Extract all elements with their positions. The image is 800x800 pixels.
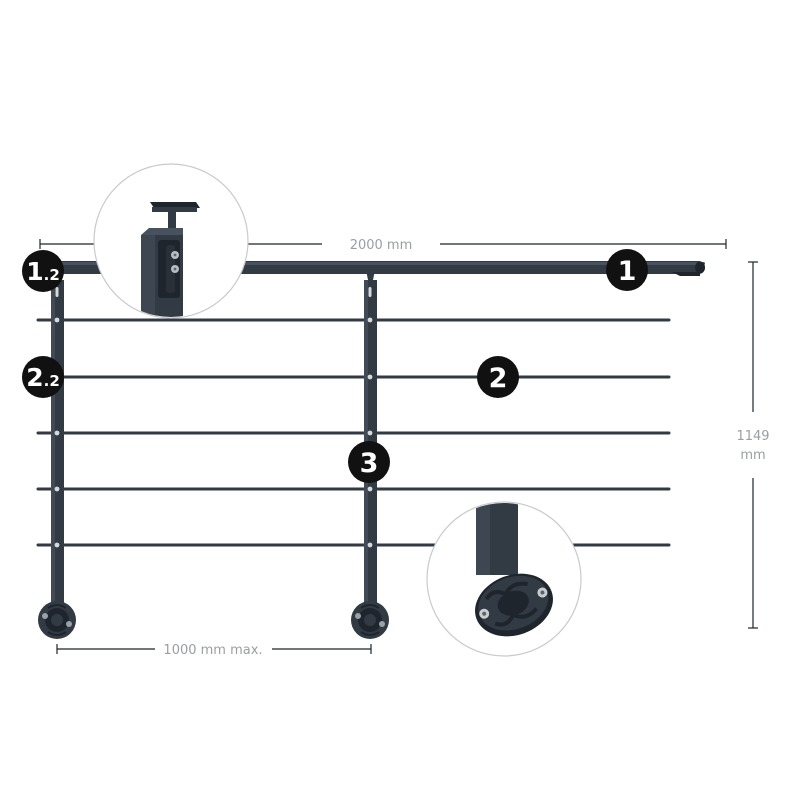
width-dimension-label: 2000 mm [350,238,413,253]
badge-post-number: 3 [360,448,379,479]
post-spacing-label: 1000 mm max. [163,643,262,658]
height-dimension-value: 1149 [736,429,769,444]
badge-cable-end-fitting: 2.2 [22,356,64,398]
badge-cable-end-fitting-sub: .2 [44,372,60,390]
middle-post [364,270,377,610]
svg-text:2.2: 2.2 [26,363,60,392]
bracket-detail-circle [93,163,249,319]
svg-text:1.2: 1.2 [26,257,60,286]
badge-handrail-number: 1 [618,256,637,287]
height-dimension-unit: mm [740,448,765,463]
base-detail-circle [426,501,582,657]
badge-post: 3 [348,441,390,483]
middle-base-plate [351,601,389,639]
width-dimension [39,239,727,249]
badge-handrail-end-bracket-sub: .2 [44,266,60,284]
badge-cables-number: 2 [489,363,508,394]
left-base-plate [38,601,76,639]
badge-cable-end-fitting-number: 2 [26,363,43,392]
height-dimension [748,261,758,629]
badge-handrail-end-bracket-number: 1 [26,257,43,286]
badge-handrail-end-bracket: 1.2 [22,250,64,292]
left-post [51,280,64,610]
post-spacing-dimension [56,644,372,654]
badge-cables: 2 [477,356,519,398]
badge-handrail: 1 [606,249,648,291]
cables [36,318,671,547]
